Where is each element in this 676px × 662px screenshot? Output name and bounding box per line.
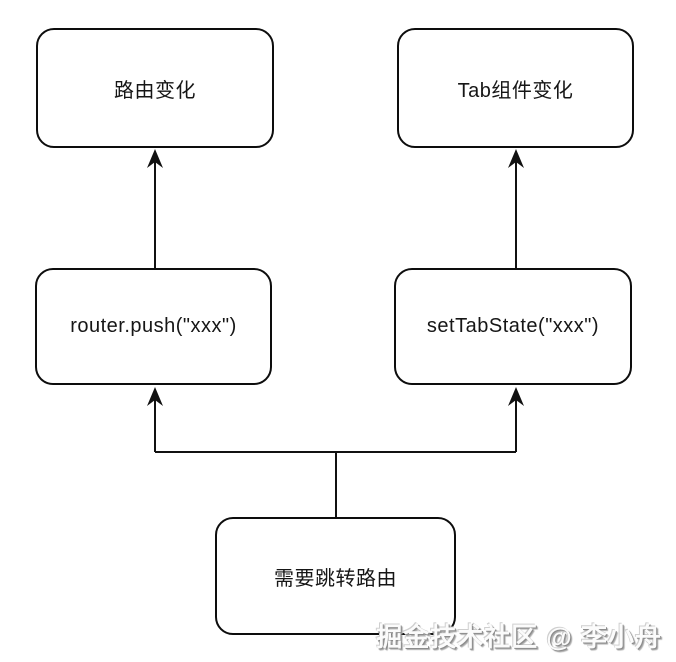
node-need-route: 需要跳转路由 <box>215 517 456 635</box>
arrowhead-route-change <box>147 149 163 168</box>
node-router-push: router.push("xxx") <box>35 268 272 385</box>
arrowhead-set-tab-state <box>508 387 524 406</box>
node-tab-change: Tab组件变化 <box>397 28 634 148</box>
node-set-tab-state: setTabState("xxx") <box>394 268 632 385</box>
node-route-change: 路由变化 <box>36 28 274 148</box>
node-router-push-label: router.push("xxx") <box>70 315 237 337</box>
edge-need-route-branch <box>154 400 517 517</box>
node-need-route-label: 需要跳转路由 <box>274 567 397 590</box>
node-set-tab-state-label: setTabState("xxx") <box>426 315 600 337</box>
node-route-change-label: 路由变化 <box>114 79 196 102</box>
arrowhead-router-push <box>147 387 163 406</box>
arrowhead-tab-change <box>508 149 524 168</box>
node-tab-change-label: Tab组件变化 <box>457 79 574 102</box>
